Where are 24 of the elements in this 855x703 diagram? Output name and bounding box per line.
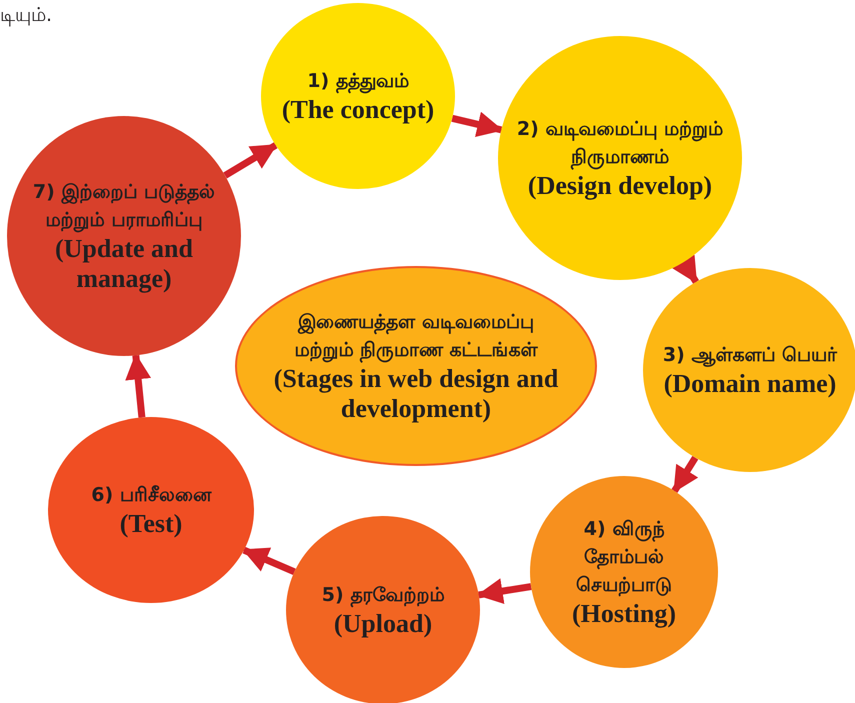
english-label: (Update and manage) xyxy=(54,234,194,294)
english-label: (Upload) xyxy=(332,609,434,639)
text-fragment: டியும். xyxy=(0,4,52,28)
tamil-label: 5) தரவேற்றம் xyxy=(320,583,446,609)
arrow xyxy=(672,254,699,284)
arrow xyxy=(223,142,278,178)
tamil-label: 2) வடிவமைப்பு மற்றும் நிருமாணம் xyxy=(516,117,724,171)
tamil-label: 7) இற்றைப் படுத்தல் மற்றும் பராமரிப்பு xyxy=(32,180,216,234)
tamil-label: 1) தத்துவம் xyxy=(306,69,410,95)
arrow xyxy=(672,456,698,493)
arrow xyxy=(451,112,504,138)
arrow xyxy=(125,353,152,418)
arrow xyxy=(242,546,296,576)
tamil-label: இணையத்தள வடிவமைப்பு மற்றும் நிருமாண கட்டங்கள் xyxy=(293,310,539,364)
english-label: (Stages in web design and development) xyxy=(272,364,560,424)
tamil-label: 3) ஆள்களப் பெயர் xyxy=(662,343,838,369)
english-label: (Design develop) xyxy=(526,171,714,201)
english-label: (The concept) xyxy=(280,95,436,125)
english-label: (Test) xyxy=(118,509,184,539)
english-label: (Domain name) xyxy=(662,369,838,399)
tamil-label: 6) பரிசீலனை xyxy=(90,483,213,508)
english-label: (Hosting) xyxy=(571,599,677,629)
tamil-label: 4) விருந் தோம்பல் செயற்பாடு xyxy=(575,517,673,598)
arrow xyxy=(476,578,532,604)
